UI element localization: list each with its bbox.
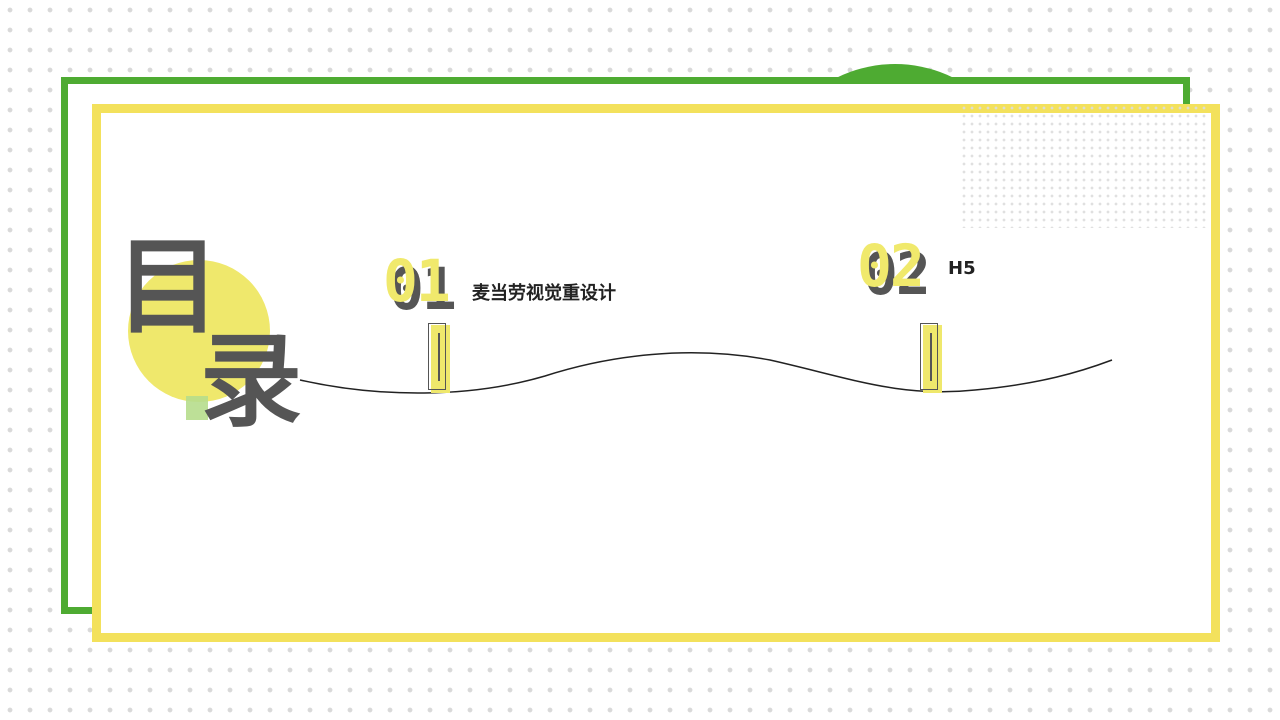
title-char-mu: 目: [116, 226, 221, 348]
item-number-02: 02: [857, 232, 925, 300]
item-label-mcdonalds-redesign[interactable]: 麦当劳视觉重设计: [472, 283, 616, 304]
item-number-shadow: 01: [389, 255, 457, 323]
title-char-lu: 录: [200, 323, 302, 442]
yellow-circle-decoration: [128, 260, 270, 402]
marker-outline: [428, 323, 446, 390]
green-square-decoration: [186, 396, 208, 420]
marker-outline: [920, 323, 938, 390]
marker-line: [930, 333, 932, 381]
marker-line: [438, 333, 440, 381]
item-number-01: 01: [383, 247, 451, 315]
item-number-shadow: 02: [863, 240, 931, 308]
dot-pattern-patch: [960, 104, 1210, 228]
item-label-h5[interactable]: H5: [948, 258, 976, 279]
